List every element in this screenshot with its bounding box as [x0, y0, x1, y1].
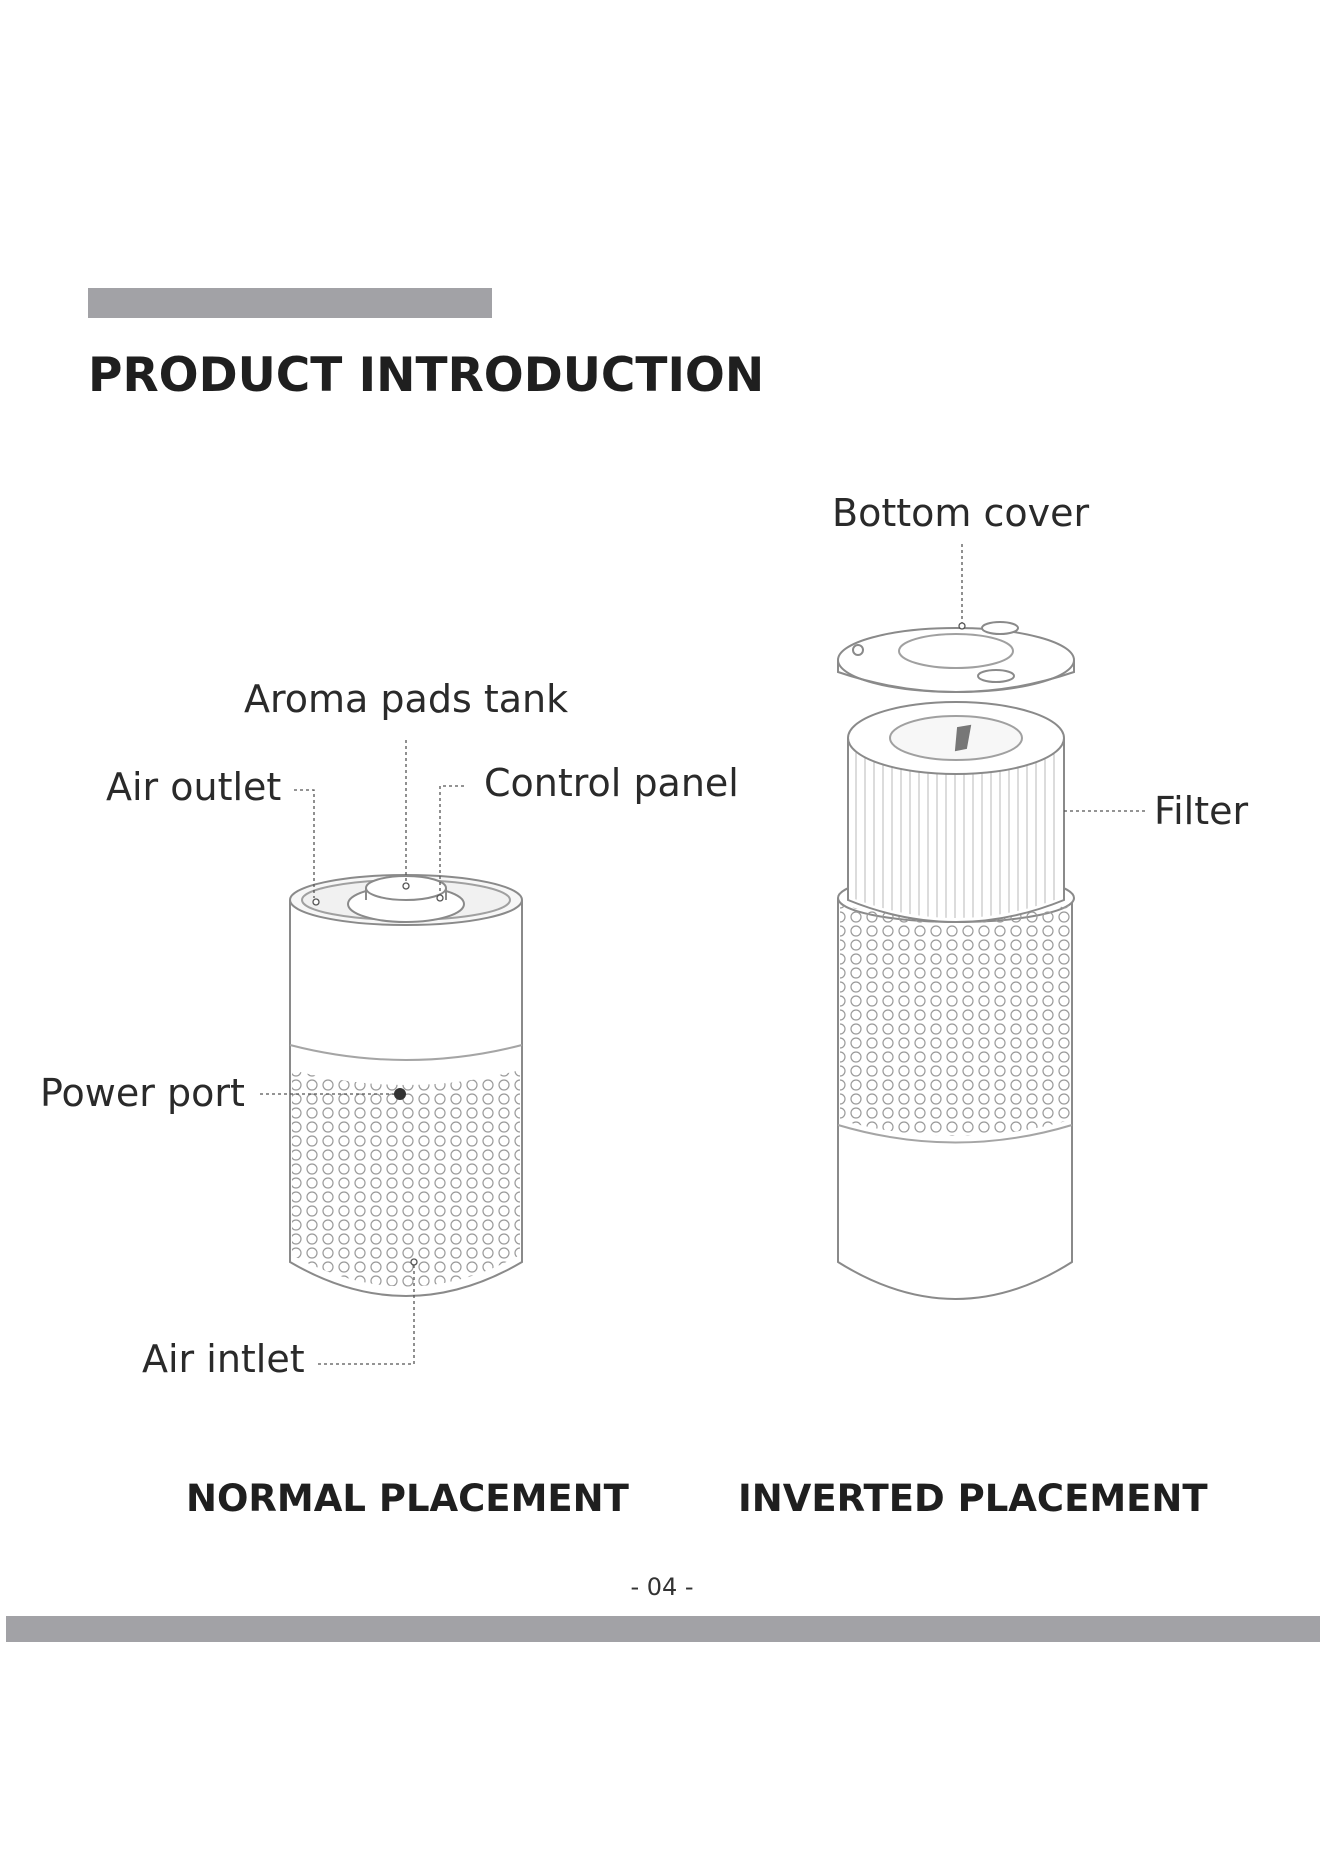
- label-power-port: Power port: [40, 1074, 245, 1112]
- label-filter: Filter: [1154, 792, 1248, 830]
- normal-purifier-illustration: [290, 875, 522, 1296]
- label-control-panel: Control panel: [484, 764, 739, 802]
- footer-decor-bar: [6, 1616, 1320, 1642]
- inverted-purifier-illustration: [838, 622, 1074, 1299]
- caption-inverted-placement: INVERTED PLACEMENT: [738, 1480, 1208, 1517]
- label-aroma-pads-tank: Aroma pads tank: [244, 680, 568, 718]
- page-number: - 04 -: [0, 1573, 1324, 1601]
- label-bottom-cover: Bottom cover: [832, 494, 1089, 532]
- caption-normal-placement: NORMAL PLACEMENT: [186, 1480, 629, 1517]
- label-air-inlet: Air intlet: [142, 1340, 305, 1378]
- label-air-outlet: Air outlet: [106, 768, 281, 806]
